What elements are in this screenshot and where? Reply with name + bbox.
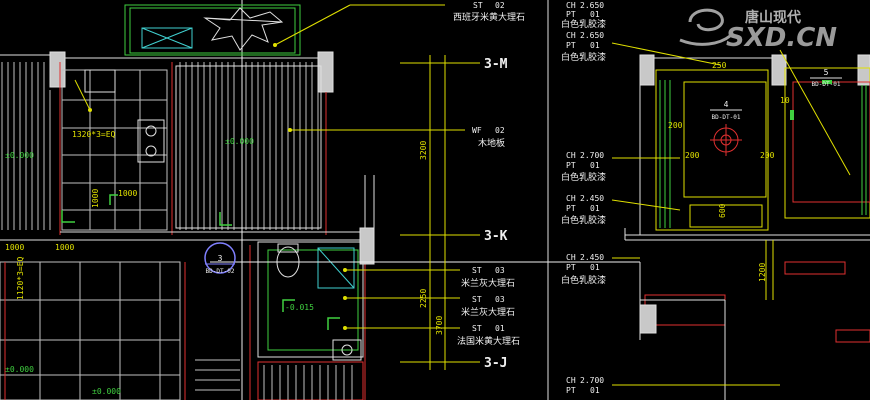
callout-3: 3 BD-DT-02 xyxy=(204,242,236,275)
level-4: ±0.000 xyxy=(92,387,121,396)
watermark-cn: 唐山现代 xyxy=(745,9,801,26)
watermark-logo-icon xyxy=(679,8,731,46)
dim-kitchen-tile: 1320*3=EQ xyxy=(72,130,116,139)
svg-text:2.700: 2.700 xyxy=(580,151,604,160)
level-1: ±0.000 xyxy=(5,151,34,160)
svg-text:01: 01 xyxy=(590,41,600,50)
axis-label-3k: 3-K xyxy=(484,229,508,244)
svg-text:ST: ST xyxy=(472,266,482,275)
level-2: ±0.000 xyxy=(225,137,254,146)
svg-text:WF: WF xyxy=(472,126,482,135)
dim-1000-b: 1000 xyxy=(55,243,74,252)
callout-3-num: 3 xyxy=(218,254,223,263)
svg-text:米兰灰大理石: 米兰灰大理石 xyxy=(461,277,515,289)
svg-text:CH: CH xyxy=(566,376,576,385)
left-plan xyxy=(0,0,640,400)
material-tag-wf02: WF 02 木地板 xyxy=(472,126,505,149)
svg-text:PT: PT xyxy=(566,161,576,170)
callout-5: 5 BD-DT-01 xyxy=(810,68,842,88)
level-5: ±0.000 xyxy=(5,365,34,374)
material-tag-st02: ST 02 西班牙米黄大理石 xyxy=(453,1,525,23)
callout-5-num: 5 xyxy=(824,68,829,77)
dim-10: 10 xyxy=(780,96,790,105)
svg-text:01: 01 xyxy=(590,10,600,19)
svg-text:白色乳胶漆: 白色乳胶漆 xyxy=(561,214,606,226)
svg-text:米兰灰大理石: 米兰灰大理石 xyxy=(461,306,515,318)
svg-text:2.450: 2.450 xyxy=(580,253,604,262)
dim-3700: 3700 xyxy=(435,316,444,335)
dim-3200: 3200 xyxy=(419,141,428,160)
dim-200-b: 200 xyxy=(760,151,775,160)
callout-5-ref: BD-DT-01 xyxy=(812,81,841,88)
dim-2250: 2250 xyxy=(419,289,428,308)
ceiling-tag-5: CH 2.450 PT 01 白色乳胶漆 xyxy=(561,253,606,286)
ceiling-tag-2: CH 2.650 PT 01 白色乳胶漆 xyxy=(561,31,606,63)
callout-3-ref: BD-DT-02 xyxy=(206,268,235,275)
svg-text:木地板: 木地板 xyxy=(478,137,505,149)
dim-600: 600 xyxy=(718,203,727,218)
material-tag-st01: ST 01 法国米黄大理石 xyxy=(457,324,520,347)
dim-200-c: 200 xyxy=(685,151,700,160)
svg-text:2.700: 2.700 xyxy=(580,376,604,385)
svg-text:01: 01 xyxy=(590,263,600,272)
svg-text:01: 01 xyxy=(590,386,600,395)
watermark-brand: SXD.CN xyxy=(726,23,837,53)
svg-text:ST: ST xyxy=(473,1,483,10)
svg-text:02: 02 xyxy=(495,1,505,10)
material-tag-st03a: ST 03 米兰灰大理石 xyxy=(461,266,515,289)
callout-4-num: 4 xyxy=(724,100,729,109)
svg-text:02: 02 xyxy=(495,126,505,135)
axis-grid xyxy=(400,0,549,400)
callout-4-ref: BD-DT-01 xyxy=(712,114,741,121)
svg-text:CH: CH xyxy=(566,1,576,10)
dim-1200: 1200 xyxy=(758,263,767,282)
svg-text:2.650: 2.650 xyxy=(580,1,604,10)
dim-200-a: 200 xyxy=(668,121,683,130)
svg-text:PT: PT xyxy=(566,41,576,50)
svg-text:ST: ST xyxy=(472,324,482,333)
material-tag-st03b: ST 03 米兰灰大理石 xyxy=(461,295,515,318)
svg-text:西班牙米黄大理石: 西班牙米黄大理石 xyxy=(453,11,525,23)
dim-250: 250 xyxy=(712,61,727,70)
svg-text:CH: CH xyxy=(566,151,576,160)
right-plan xyxy=(624,54,870,400)
level-3: -0.015 xyxy=(285,303,314,312)
svg-text:01: 01 xyxy=(590,161,600,170)
svg-text:03: 03 xyxy=(495,295,505,304)
right-leaders xyxy=(611,42,851,386)
svg-text:03: 03 xyxy=(495,266,505,275)
svg-text:CH: CH xyxy=(566,194,576,203)
svg-text:PT: PT xyxy=(566,263,576,272)
svg-text:法国米黄大理石: 法国米黄大理石 xyxy=(457,335,520,347)
svg-text:2.650: 2.650 xyxy=(580,31,604,40)
svg-text:CH: CH xyxy=(566,253,576,262)
callout-4: 4 BD-DT-01 xyxy=(710,100,742,121)
svg-text:PT: PT xyxy=(566,386,576,395)
svg-text:PT: PT xyxy=(566,10,576,19)
svg-text:白色乳胶漆: 白色乳胶漆 xyxy=(561,51,606,63)
axis-label-3m: 3-M xyxy=(484,57,508,72)
dim-1120: 1120*3=EQ xyxy=(16,256,25,300)
svg-text:CH: CH xyxy=(566,31,576,40)
dim-1000-c: 1000 xyxy=(118,189,137,198)
dim-1000-vert: 1000 xyxy=(91,189,100,208)
svg-text:PT: PT xyxy=(566,204,576,213)
svg-text:2.450: 2.450 xyxy=(580,194,604,203)
svg-text:01: 01 xyxy=(495,324,505,333)
svg-text:ST: ST xyxy=(472,295,482,304)
ceiling-tag-6: CH 2.700 PT 01 xyxy=(566,376,604,395)
svg-text:白色乳胶漆: 白色乳胶漆 xyxy=(561,171,606,183)
svg-text:01: 01 xyxy=(590,204,600,213)
svg-text:白色乳胶漆: 白色乳胶漆 xyxy=(561,18,606,30)
axis-label-3j: 3-J xyxy=(484,356,507,371)
ceiling-tag-4: CH 2.450 PT 01 白色乳胶漆 xyxy=(561,194,606,226)
leader-lines xyxy=(74,4,465,329)
watermark: 唐山现代 SXD.CN xyxy=(679,8,837,53)
ceiling-tag-3: CH 2.700 PT 01 白色乳胶漆 xyxy=(561,151,606,183)
svg-text:白色乳胶漆: 白色乳胶漆 xyxy=(561,274,606,286)
ceiling-tag-1: CH 2.650 PT 01 白色乳胶漆 xyxy=(561,1,606,30)
dim-1000-a: 1000 xyxy=(5,243,24,252)
